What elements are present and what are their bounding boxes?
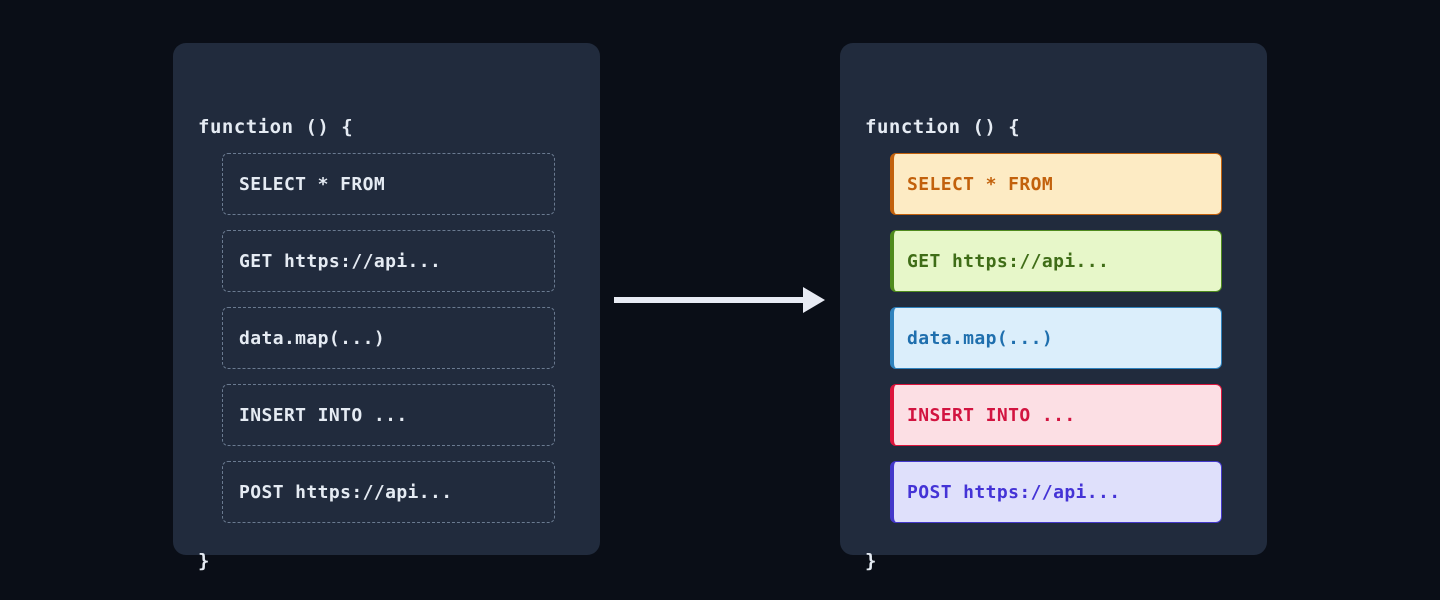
function-open-line: function () { [198, 116, 354, 138]
statement-box-plain-1[interactable]: SELECT * FROM [222, 153, 555, 215]
statement-box-highlight-js-transform[interactable]: data.map(...) [890, 307, 1222, 369]
function-close-line: } [865, 550, 877, 572]
after-statement-list: SELECT * FROM GET https://api... data.ma… [890, 153, 1222, 523]
before-code-panel: function () { SELECT * FROM GET https://… [173, 43, 600, 572]
after-code-panel: function () { SELECT * FROM GET https://… [840, 43, 1267, 572]
statement-box-plain-4[interactable]: INSERT INTO ... [222, 384, 555, 446]
statement-box-plain-2[interactable]: GET https://api... [222, 230, 555, 292]
statement-label: SELECT * FROM [907, 173, 1054, 195]
function-close-line: } [198, 550, 210, 572]
right-arrow-icon [614, 287, 825, 313]
statement-label: POST https://api... [239, 481, 453, 503]
statement-label: GET https://api... [907, 250, 1110, 272]
statement-label: data.map(...) [239, 327, 386, 349]
function-open-line: function () { [865, 116, 1021, 138]
before-statement-list: SELECT * FROM GET https://api... data.ma… [222, 153, 555, 523]
statement-box-highlight-http-post[interactable]: POST https://api... [890, 461, 1222, 523]
statement-label: INSERT INTO ... [239, 404, 408, 426]
statement-label: INSERT INTO ... [907, 404, 1076, 426]
statement-box-plain-5[interactable]: POST https://api... [222, 461, 555, 523]
statement-label: GET https://api... [239, 250, 442, 272]
statement-label: SELECT * FROM [239, 173, 386, 195]
statement-label: data.map(...) [907, 327, 1054, 349]
statement-box-highlight-sql-select[interactable]: SELECT * FROM [890, 153, 1222, 215]
statement-box-highlight-sql-insert[interactable]: INSERT INTO ... [890, 384, 1222, 446]
arrow-shaft [614, 297, 804, 303]
statement-label: POST https://api... [907, 481, 1121, 503]
statement-box-plain-3[interactable]: data.map(...) [222, 307, 555, 369]
statement-box-highlight-http-get[interactable]: GET https://api... [890, 230, 1222, 292]
arrow-head [803, 287, 825, 313]
